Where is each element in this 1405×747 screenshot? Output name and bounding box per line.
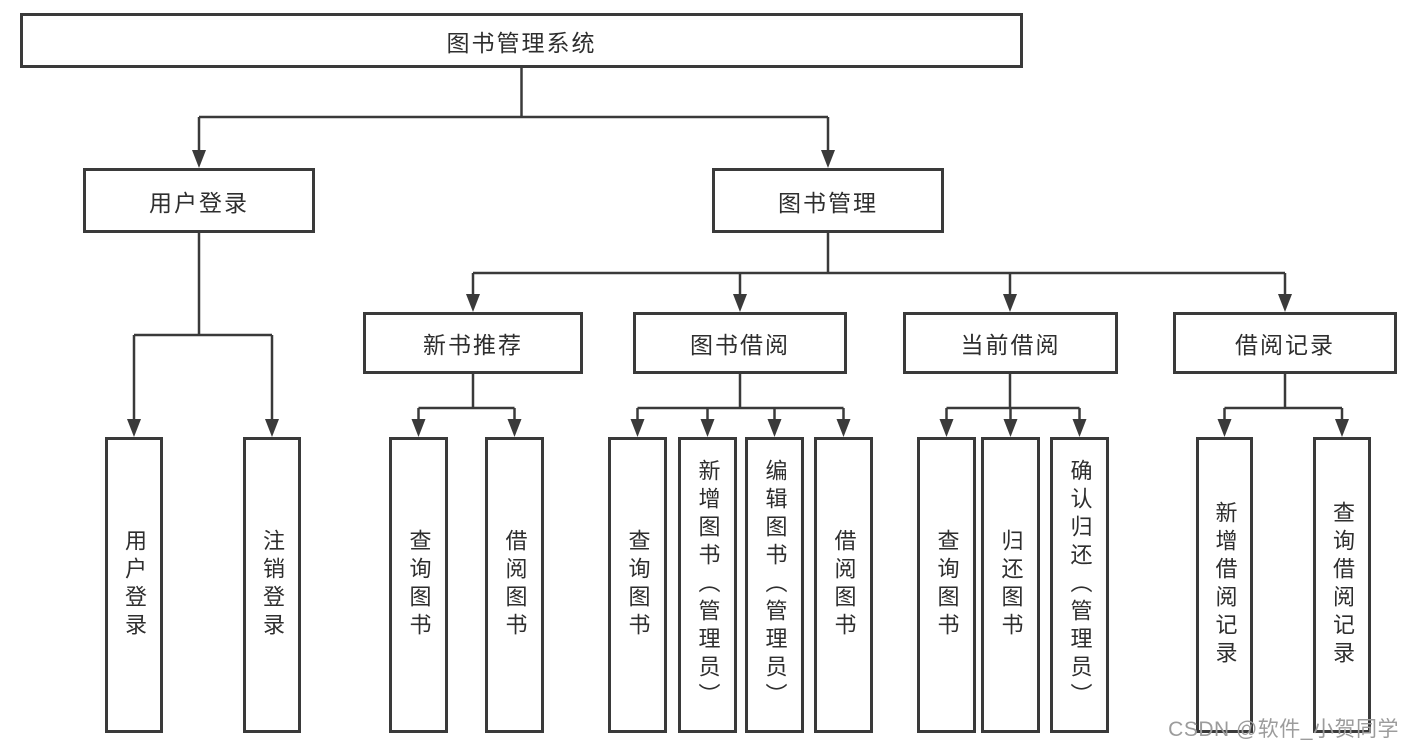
- leaf-current-return-books: 归还图书: [981, 437, 1040, 733]
- leaf-borrowing-edit-books-admin: 编辑图书（管理员）: [745, 437, 804, 733]
- watermark-text: CSDN @软件_小贺同学: [1168, 718, 1399, 741]
- node-current-borrowing: 当前借阅: [903, 312, 1118, 374]
- leaf-records-add-borrow-record: 新增借阅记录: [1196, 437, 1253, 733]
- leaf-current-query-books: 查询图书: [917, 437, 976, 733]
- leaf-newbook-query-books: 查询图书: [389, 437, 448, 733]
- leaf-borrowing-query-books: 查询图书: [608, 437, 667, 733]
- node-borrowing-records: 借阅记录: [1173, 312, 1397, 374]
- leaf-borrowing-add-books-admin: 新增图书（管理员）: [678, 437, 737, 733]
- node-book-borrowing: 图书借阅: [633, 312, 847, 374]
- node-user-login: 用户登录: [83, 168, 315, 233]
- leaf-records-query-borrow-record: 查询借阅记录: [1313, 437, 1371, 733]
- arrowheads: [127, 150, 1349, 437]
- leaf-user-login: 用户登录: [105, 437, 163, 733]
- node-book-management: 图书管理: [712, 168, 944, 233]
- leaf-borrowing-borrow-books: 借阅图书: [814, 437, 873, 733]
- leaf-newbook-borrow-books: 借阅图书: [485, 437, 544, 733]
- leaf-logout-login: 注销登录: [243, 437, 301, 733]
- leaf-current-confirm-return-admin: 确认归还（管理员）: [1050, 437, 1109, 733]
- node-library-management-system: 图书管理系统: [20, 13, 1023, 68]
- node-new-book-recommendation: 新书推荐: [363, 312, 583, 374]
